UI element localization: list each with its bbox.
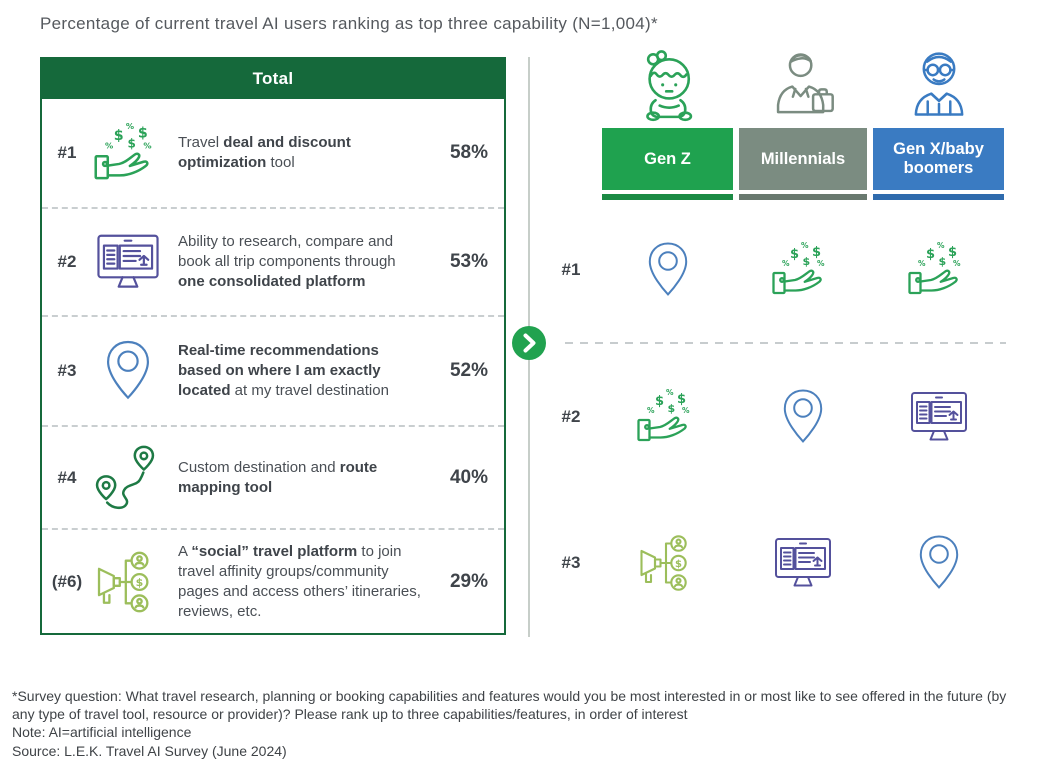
location-pin-icon — [907, 531, 971, 595]
total-table-rows: #1 $$$ %%% Travel deal and discount opti… — [42, 99, 504, 633]
money-hand-icon: $$$ %%% — [636, 385, 700, 449]
money-hand-icon: $$$ %%% — [907, 238, 971, 302]
older-man-icon — [901, 48, 977, 124]
svg-text:%: % — [647, 406, 655, 415]
svg-text:%: % — [817, 259, 825, 268]
table-row: #4 Custom destination and route mapping … — [42, 425, 504, 528]
table-row: #3 Real-time recommendations based on wh… — [42, 315, 504, 425]
svg-text:$: $ — [812, 245, 821, 260]
table-row: #2 Ability to research, compare and book… — [42, 207, 504, 315]
child-icon — [630, 48, 706, 124]
total-table-header: Total — [42, 59, 504, 99]
money-hand-icon: $$$ %%% — [771, 238, 835, 302]
rank-label: #3 — [561, 553, 581, 572]
percentage-value: 29% — [449, 570, 488, 592]
svg-text:%: % — [782, 259, 790, 268]
capability-text: Travel deal and discount optimization to… — [178, 134, 351, 171]
svg-text:%: % — [682, 406, 690, 415]
rank-label: #2 — [561, 407, 581, 426]
svg-text:%: % — [143, 141, 151, 151]
svg-text:%: % — [801, 241, 809, 250]
capability-text: Real-time recommendations based on where… — [178, 342, 389, 399]
booking-monitor-icon — [771, 531, 835, 595]
booking-monitor-icon — [907, 385, 971, 449]
generation-header-millennials: Millennials — [739, 128, 867, 190]
percentage-value: 40% — [449, 466, 488, 488]
rank-row: #2 $$$ %%% — [540, 377, 1006, 457]
svg-text:%: % — [666, 388, 674, 397]
social-megaphone-icon: $ — [636, 531, 700, 595]
generation-underline-gen-x-baby-boomers — [873, 194, 1004, 200]
table-row: (#6) $ A “social” travel platform to joi… — [42, 528, 504, 633]
generation-header-gen-z: Gen Z — [602, 128, 733, 190]
location-pin-icon — [771, 385, 835, 449]
svg-text:$: $ — [926, 247, 935, 262]
percentage-value: 58% — [449, 142, 488, 163]
rank-label: #1 — [57, 143, 77, 162]
footnote-note: Note: AI=artificial intelligence — [12, 724, 192, 740]
svg-text:%: % — [953, 259, 961, 268]
svg-text:$: $ — [677, 392, 686, 407]
svg-text:$: $ — [655, 394, 664, 409]
location-pin-icon — [93, 336, 163, 406]
svg-text:$: $ — [803, 255, 811, 268]
svg-text:%: % — [126, 121, 134, 131]
rank-label: #4 — [57, 467, 77, 487]
svg-text:$: $ — [938, 255, 946, 268]
svg-text:$: $ — [790, 247, 799, 262]
capability-text: Ability to research, compare and book al… — [178, 233, 396, 290]
generation-column-gen-z: Gen Z — [602, 48, 733, 200]
social-megaphone-icon: $ — [93, 547, 163, 617]
page-title: Percentage of current travel AI users ra… — [40, 14, 658, 33]
generation-column-gen-x-baby-boomers: Gen X/baby boomers — [873, 48, 1004, 200]
svg-text:$: $ — [675, 559, 682, 570]
svg-text:$: $ — [136, 576, 144, 589]
percentage-value: 52% — [449, 360, 488, 381]
total-table: Total #1 $$$ %%% Travel deal and discoun… — [40, 57, 506, 635]
route-map-icon — [93, 443, 163, 513]
svg-text:$: $ — [127, 137, 135, 151]
location-pin-icon — [636, 238, 700, 302]
svg-text:$: $ — [948, 245, 957, 260]
generation-column-millennials: Millennials — [739, 48, 867, 200]
rank-row-separator — [565, 342, 1006, 344]
svg-text:$: $ — [667, 402, 675, 415]
business-person-icon — [765, 48, 841, 124]
generation-headers: Gen Z Millennials Gen X/baby boomers — [540, 40, 1006, 200]
rank-label: #1 — [561, 260, 581, 279]
money-hand-icon: $$$ %%% — [93, 118, 163, 188]
generation-header-gen-x-baby-boomers: Gen X/baby boomers — [873, 128, 1004, 190]
footnote-survey-question: *Survey question: What travel research, … — [12, 688, 1007, 722]
rank-row: #3 $ — [540, 523, 1006, 603]
next-chevron-icon — [512, 326, 546, 360]
footnote-source: Source: L.E.K. Travel AI Survey (June 20… — [12, 742, 287, 759]
booking-monitor-icon — [93, 227, 163, 297]
table-row: #1 $$$ %%% Travel deal and discount opti… — [42, 99, 504, 207]
svg-text:%: % — [937, 241, 945, 250]
svg-text:%: % — [105, 141, 113, 151]
generation-underline-millennials — [739, 194, 867, 200]
svg-text:$: $ — [114, 128, 124, 144]
percentage-value: 53% — [449, 251, 488, 272]
capability-text: Custom destination and route mapping too… — [178, 458, 378, 496]
svg-text:%: % — [918, 259, 926, 268]
rank-label: (#6) — [51, 571, 83, 591]
footnotes: *Survey question: What travel research, … — [12, 688, 1030, 761]
rank-label: #3 — [57, 361, 77, 380]
generation-panel: Gen Z Millennials Gen X/baby boomers #1 — [540, 40, 1006, 650]
rank-label: #2 — [57, 252, 77, 271]
capability-text: A “social” travel platform to join trave… — [178, 542, 421, 620]
rank-row: #1 $$$ %%% $$$ %%% — [540, 230, 1006, 310]
generation-underline-gen-z — [602, 194, 733, 200]
svg-text:$: $ — [138, 126, 148, 142]
